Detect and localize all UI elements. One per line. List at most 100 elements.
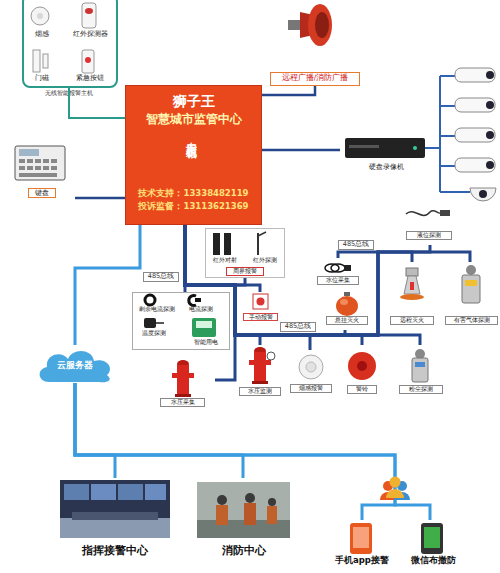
control-room-photo [60,480,170,538]
door-magnet-icon [33,50,40,72]
manual-alarm-device: 手动报警 [243,292,280,330]
keyboard-icon [43,159,49,163]
alarm-bell-icon [348,352,376,380]
hanging-extinguisher-icon [336,296,358,316]
hanging-extinguisher-device: 悬挂灭火 [320,290,374,330]
keyboard-icon [15,146,65,180]
node-text: 红外探测器 [67,30,113,38]
sprinkler-icon [400,268,424,300]
keyboard-icon [19,149,39,156]
electrical-monitor-box: 剩余电流探测电流探测温度探测智能用电 [132,292,230,350]
sprinkler-device: 远程灭火 [383,262,441,330]
dust-detector-icon [412,349,428,382]
control-room-photo [64,484,89,500]
users-icon [390,477,401,488]
hydrant-icon [175,394,191,397]
pressure-hydrant-icon [252,381,268,384]
mobile-phone-icon [353,527,369,548]
temperature-probe-icon [156,322,164,324]
level-probe-icon [440,210,450,216]
bus-connector [185,225,345,335]
infrared-detector-icon [82,3,96,28]
infrared-beam-icon [224,233,231,255]
node-text: 有害气体探测 [445,316,498,325]
bus-connector [185,225,378,335]
smoke-detector-icon [31,7,49,25]
smoke-alarm-icon [306,362,316,372]
node-text: 门磁 [24,74,60,82]
bullet-camera-icon [486,101,494,109]
smart-power-device-icon [192,318,216,337]
node-text: 远程灭火 [390,316,434,325]
water-level-probe-icon [325,264,351,272]
sprinkler-icon [404,276,420,294]
bullet-camera-icon [455,98,495,112]
infrared-detector-icon [85,8,93,14]
hanging-extinguisher-icon [336,292,358,316]
perimeter-alarm-box: 红外对射红外探测周界报警 [205,228,285,278]
temperature-probe-icon [144,318,156,328]
node-text: 硬盘录像机 [356,163,416,171]
keyboard-icon [27,159,33,163]
node-text: 液位探测 [406,231,452,240]
bus-connector [185,225,235,380]
bullet-camera-icon [486,131,494,139]
node-text: 烟感报警 [290,384,332,393]
keyboard-icon [43,166,49,170]
mobile-phone-icon [350,523,372,554]
bus-connector [75,383,115,478]
command-center: 指挥接警中心 [55,478,175,568]
horn-speaker-icon [288,20,300,30]
bus-connector [185,225,310,350]
mobile-phone-icon [350,523,443,554]
bullet-camera-icon [455,68,495,172]
node-text: 电流探测 [181,306,221,312]
water-level-device: 水位采集 [313,258,363,290]
node-text: 悬挂灭火 [326,316,368,325]
firefighter-photo [197,482,290,538]
control-room-photo [60,518,170,538]
horn-speaker-icon [315,12,329,38]
node-text: 手机app接警 [328,556,396,566]
bus-connector [75,383,430,520]
nvr-recorder-icon [345,138,425,158]
node-text: 剩余电流探测 [134,306,180,312]
hanging-extinguisher-icon [344,292,350,296]
control-room-photo [118,484,143,500]
bus-connector [75,225,140,345]
current-probe-icon [195,298,201,302]
node-text: 键盘 [28,188,56,198]
current-probe-icon [189,296,201,306]
water-level-probe-icon [331,264,345,272]
nvr-device: 硬盘录像机 [340,132,432,178]
control-room-photo [72,512,158,520]
manual-alarm-icon [253,294,268,309]
bus-connector [75,197,125,200]
water-level-probe-icon [344,265,351,271]
manual-alarm-icon [253,294,268,309]
node-text: 投诉监督：13113621369 [129,202,258,212]
dome-camera-icon [470,188,496,201]
node-text: 警铃 [347,385,377,394]
smoke-alarm-icon [299,355,323,379]
dust-detector-icon [415,362,425,367]
node-text: 紧急按钮 [67,74,113,82]
bus-connector [75,383,243,478]
node-text: 消防中心 [195,545,292,558]
alarm-bell-device: 警铃 [340,345,385,398]
gas-detector-icon [466,265,476,275]
node-text: 技术支持：13338482119 [129,189,258,199]
bus-connector [185,225,420,345]
keyboard-icon [35,166,41,170]
nvr-recorder-icon [413,146,417,150]
mobile-phone-icon [424,527,440,548]
node-text: 智慧城市监管中心 [126,113,261,127]
users-icon [380,477,410,501]
alarm-bell-icon [348,352,376,380]
smoke-alarm-device: 烟感报警 [287,350,335,398]
emergency-button-icon [82,50,94,73]
nvr-recorder-icon [345,138,425,158]
firefighter-photo [197,482,290,538]
bus-connector [185,225,470,335]
